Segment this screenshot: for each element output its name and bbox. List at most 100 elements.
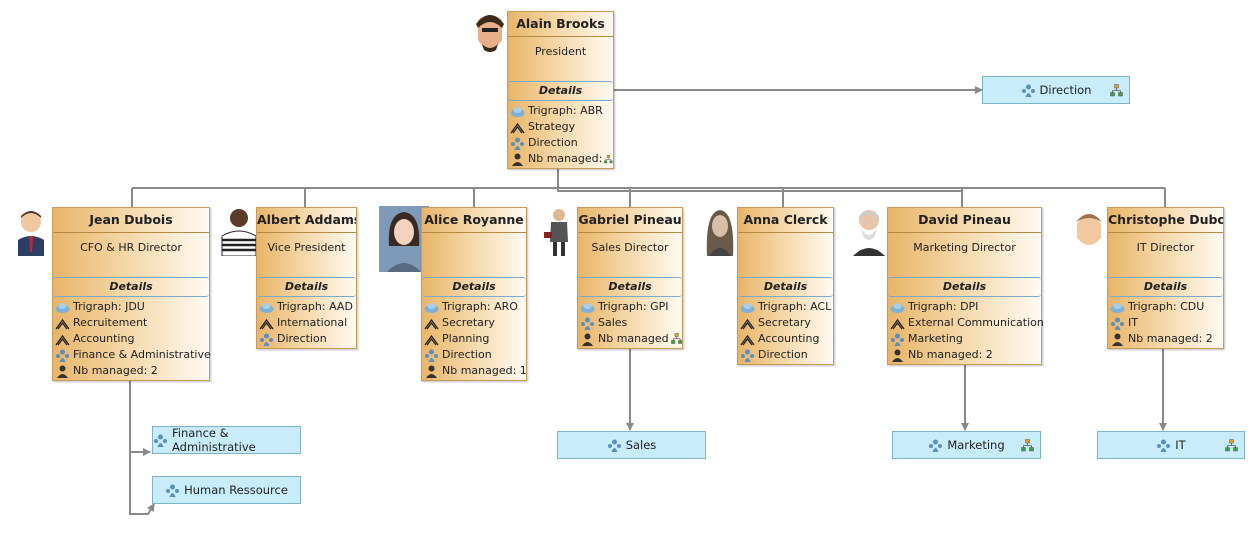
person-name: Gabriel Pineau — [578, 208, 682, 233]
department-finance[interactable]: Finance & Administrative — [152, 426, 301, 454]
details-header[interactable]: Details — [888, 277, 1041, 297]
detail-row: Secretary — [740, 315, 833, 331]
detail-row: Accounting — [55, 331, 209, 347]
department-label: IT — [1175, 438, 1186, 452]
person-card-christophe[interactable]: Christophe DuboisIT DirectorDetailsTrigr… — [1107, 207, 1224, 349]
details-header[interactable]: Details — [53, 277, 209, 297]
org-chart-icon[interactable] — [1110, 84, 1123, 97]
detail-text: Nb managed: 2 — [73, 364, 158, 377]
detail-row: Recruitement — [55, 315, 209, 331]
person-role: Marketing Director — [913, 241, 1016, 254]
avatar-jean — [16, 208, 46, 256]
detail-text: Direction — [277, 332, 327, 345]
detail-row: Direction — [510, 135, 613, 151]
skill-icon — [424, 316, 439, 331]
department-icon — [153, 433, 168, 448]
detail-row: Secretary — [424, 315, 526, 331]
detail-text: Strategy — [528, 120, 576, 133]
department-hr[interactable]: Human Ressource — [152, 476, 301, 504]
person-role: CFO & HR Director — [80, 241, 182, 254]
details-header[interactable]: Details — [257, 277, 356, 297]
avatar-alain — [472, 10, 508, 60]
detail-text: Secretary — [758, 316, 811, 329]
org-chart-icon[interactable] — [1225, 439, 1238, 452]
detail-text: Direction — [442, 348, 492, 361]
skill-icon — [510, 120, 525, 135]
department-icon — [424, 348, 439, 363]
detail-row: Trigraph: JDU — [55, 299, 209, 315]
department-direction[interactable]: Direction — [982, 76, 1130, 104]
detail-text: Accounting — [73, 332, 135, 345]
detail-text: Direction — [758, 348, 808, 361]
avatar-david — [851, 206, 887, 256]
skill-icon — [740, 316, 755, 331]
detail-text: Recruitement — [73, 316, 148, 329]
department-icon — [928, 438, 943, 453]
department-label: Marketing — [947, 438, 1005, 452]
department-sales[interactable]: Sales — [557, 431, 706, 459]
person-role: President — [534, 45, 587, 58]
detail-row: Marketing — [890, 331, 1041, 347]
department-icon — [510, 136, 525, 151]
department-icon — [259, 332, 274, 347]
details-header[interactable]: Details — [508, 81, 613, 101]
detail-row: Strategy — [510, 119, 613, 135]
detail-text: External Communication — [908, 316, 1044, 329]
department-icon — [740, 348, 755, 363]
trigraph-icon — [580, 300, 595, 315]
person-role — [422, 233, 526, 273]
person-icon — [424, 364, 439, 379]
detail-row: Direction — [424, 347, 526, 363]
detail-text: Nb managed: 1 — [442, 364, 527, 377]
detail-row: IT — [1110, 315, 1223, 331]
connector-jean-finance — [129, 380, 151, 456]
org-chart-icon[interactable] — [604, 153, 613, 165]
detail-row: Nb managed: 2 — [55, 363, 209, 379]
detail-row: Trigraph: ACL — [740, 299, 833, 315]
trigraph-icon — [740, 300, 755, 315]
org-chart-icon[interactable] — [670, 333, 682, 345]
department-icon — [55, 348, 70, 363]
org-chart-icon[interactable] — [1021, 439, 1034, 452]
person-icon — [510, 152, 525, 167]
department-marketing[interactable]: Marketing — [892, 431, 1041, 459]
details-header[interactable]: Details — [578, 277, 682, 297]
department-icon — [1021, 83, 1036, 98]
person-icon — [1110, 332, 1125, 347]
detail-text: IT — [1128, 316, 1138, 329]
detail-text: Trigraph: ARO — [442, 300, 518, 313]
detail-text: Trigraph: DPI — [908, 300, 979, 313]
department-it[interactable]: IT — [1097, 431, 1245, 459]
trigraph-icon — [55, 300, 70, 315]
person-name: Alain Brooks — [508, 12, 613, 37]
person-icon — [890, 348, 905, 363]
details-header[interactable]: Details — [1108, 277, 1223, 297]
details-header[interactable]: Details — [738, 277, 833, 297]
detail-text: Trigraph: ACL — [758, 300, 832, 313]
person-name: Alice Royanne — [422, 208, 526, 233]
person-name: Jean Dubois — [53, 208, 209, 233]
details-header[interactable]: Details — [422, 277, 526, 297]
detail-row: Trigraph: DPI — [890, 299, 1041, 315]
detail-row: Planning — [424, 331, 526, 347]
department-icon — [1156, 438, 1171, 453]
person-role: Sales Director — [591, 241, 669, 254]
person-icon — [55, 364, 70, 379]
avatar-anna — [701, 206, 739, 256]
detail-row: Nb managed: — [510, 151, 613, 167]
department-icon — [890, 332, 905, 347]
skill-icon — [259, 316, 274, 331]
